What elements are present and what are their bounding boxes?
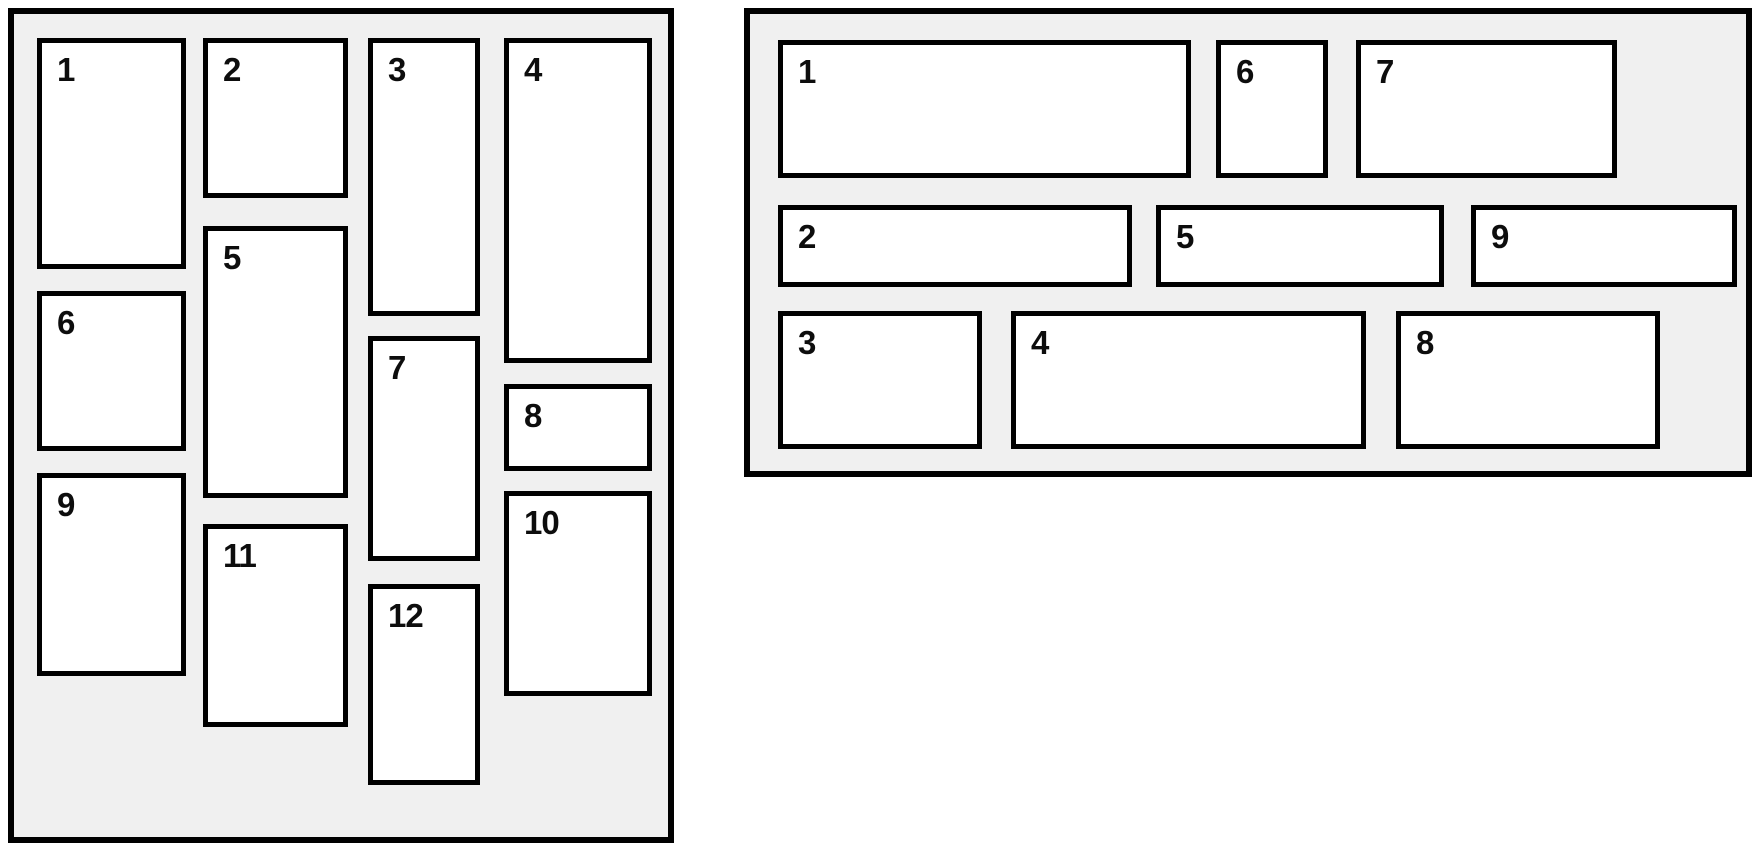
masonry-item-5: 5 bbox=[203, 226, 348, 498]
row-item-2: 2 bbox=[778, 205, 1132, 287]
item-label: 4 bbox=[1031, 324, 1049, 361]
item-label: 1 bbox=[798, 53, 816, 90]
item-label: 7 bbox=[1376, 53, 1394, 90]
row-item-6: 6 bbox=[1216, 40, 1328, 178]
masonry-layout-panel: 1 2 3 4 5 6 7 8 9 10 11 12 bbox=[8, 8, 674, 843]
masonry-item-4: 4 bbox=[504, 38, 652, 363]
item-label: 9 bbox=[1491, 218, 1509, 255]
masonry-item-2: 2 bbox=[203, 38, 348, 198]
item-label: 3 bbox=[798, 324, 816, 361]
item-label: 6 bbox=[1236, 53, 1254, 90]
item-label: 6 bbox=[57, 304, 75, 341]
item-label: 1 bbox=[57, 51, 75, 88]
rows-layout-panel: 1 6 7 2 5 9 3 4 8 bbox=[744, 8, 1752, 477]
row-item-7: 7 bbox=[1356, 40, 1617, 178]
row-item-3: 3 bbox=[778, 311, 982, 449]
item-label: 4 bbox=[524, 51, 542, 88]
item-label: 3 bbox=[388, 51, 406, 88]
item-label: 11 bbox=[223, 537, 257, 574]
masonry-item-9: 9 bbox=[37, 473, 186, 676]
row-item-8: 8 bbox=[1396, 311, 1660, 449]
masonry-item-12: 12 bbox=[368, 584, 480, 785]
row-item-9: 9 bbox=[1471, 205, 1737, 287]
row-item-5: 5 bbox=[1156, 205, 1444, 287]
item-label: 5 bbox=[1176, 218, 1194, 255]
masonry-item-11: 11 bbox=[203, 524, 348, 727]
item-label: 8 bbox=[524, 397, 542, 434]
item-label: 8 bbox=[1416, 324, 1434, 361]
masonry-item-6: 6 bbox=[37, 291, 186, 451]
masonry-item-8: 8 bbox=[504, 384, 652, 471]
item-label: 9 bbox=[57, 486, 75, 523]
masonry-item-7: 7 bbox=[368, 336, 480, 561]
item-label: 7 bbox=[388, 349, 406, 386]
row-item-4: 4 bbox=[1011, 311, 1366, 449]
item-label: 10 bbox=[524, 504, 560, 541]
masonry-item-1: 1 bbox=[37, 38, 186, 269]
item-label: 2 bbox=[223, 51, 241, 88]
masonry-item-3: 3 bbox=[368, 38, 480, 316]
item-label: 12 bbox=[388, 597, 424, 634]
masonry-item-10: 10 bbox=[504, 491, 652, 696]
item-label: 5 bbox=[223, 239, 241, 276]
item-label: 2 bbox=[798, 218, 816, 255]
row-item-1: 1 bbox=[778, 40, 1191, 178]
